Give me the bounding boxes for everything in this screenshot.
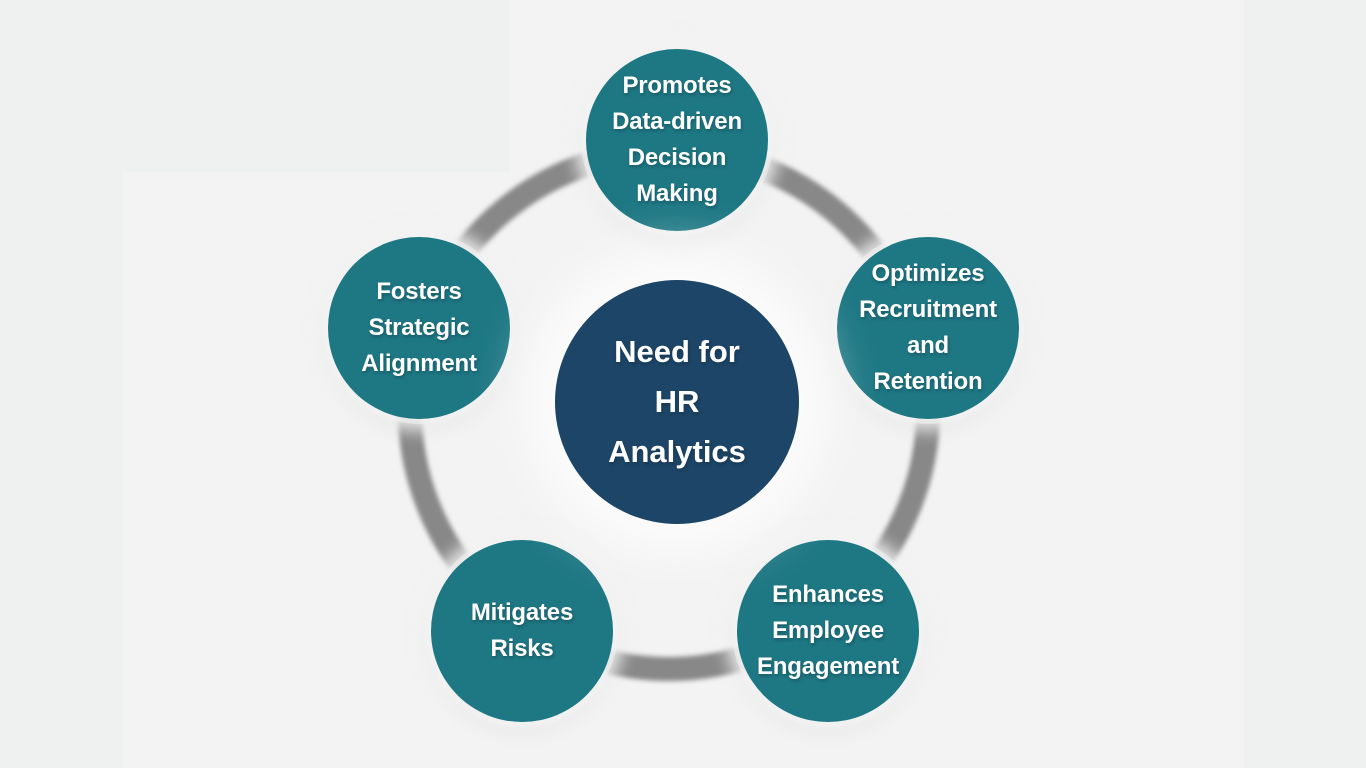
node-promotes-data-driven-decision-making: Promotes Data-driven Decision Making [586,49,768,231]
node-label: Optimizes Recruitment and Retention [859,260,997,395]
node-label: Enhances Employee Engagement [756,581,900,680]
node-optimizes-recruitment-and-retention: Optimizes Recruitment and Retention [837,237,1019,419]
node-label: Promotes Data-driven Decision Making [612,72,742,207]
node-label: Mitigates Risks [470,599,574,662]
hub-label: Need for HR Analytics [608,334,746,469]
node-label: Fosters Strategic Alignment [361,278,477,377]
hub-need-for-hr-analytics: Need for HR Analytics [555,280,799,524]
node-enhances-employee-engagement: Enhances Employee Engagement [737,540,919,722]
node-fosters-strategic-alignment: Fosters Strategic Alignment [328,237,510,419]
node-mitigates-risks: Mitigates Risks [431,540,613,722]
